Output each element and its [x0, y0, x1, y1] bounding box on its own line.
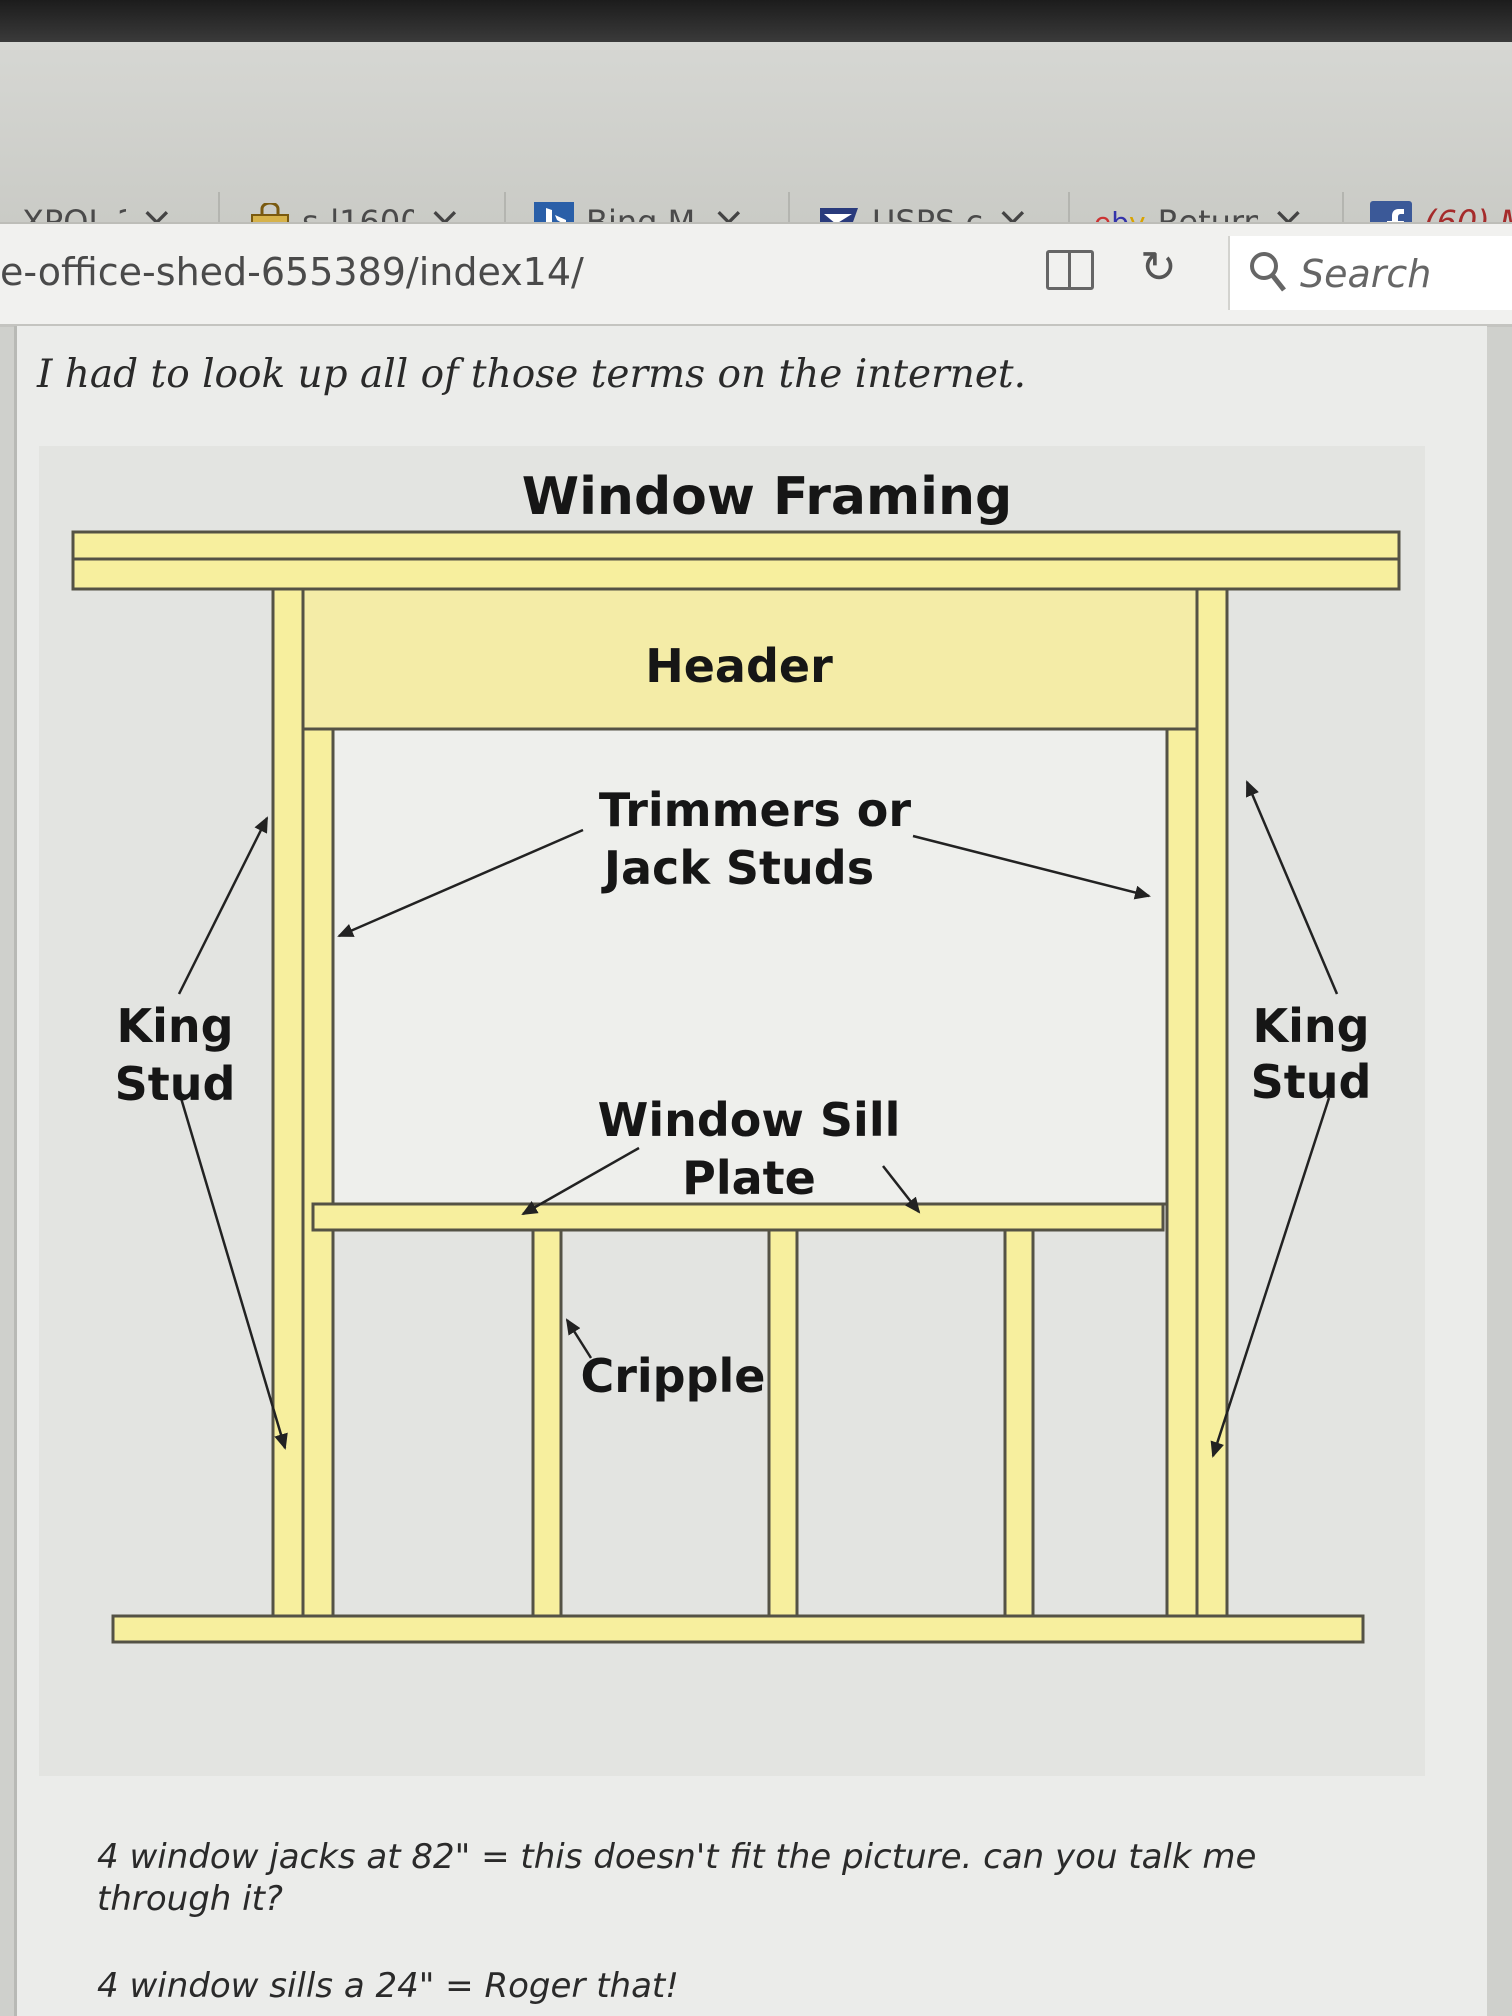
line-sills-comment: Roger that! — [484, 1966, 679, 2006]
forum-post: I had to look up all of those terms on t… — [14, 326, 1487, 2016]
search-input[interactable]: Search — [1228, 236, 1512, 310]
bottom-plate — [111, 1614, 1365, 1644]
search-placeholder: Search — [1300, 252, 1432, 296]
jack-stud-left — [301, 727, 335, 1618]
reload-icon[interactable]: ↻ — [1140, 243, 1177, 292]
trimmers-label-line1: Trimmers or — [599, 783, 912, 837]
arrow-king-left-down — [179, 1097, 288, 1450]
arrow-cripple — [565, 1318, 593, 1359]
post-intro-text: I had to look up all of those terms on t… — [37, 352, 1026, 397]
diagram-canvas: Window Framing Header Trimmers or Jack S… — [71, 467, 1401, 1644]
address-bar: e-office-shed-655389/index14/ ↻ Search — [0, 222, 1512, 327]
top-plate — [71, 530, 1401, 561]
arrow-sill-left — [521, 1146, 640, 1216]
line-sills-quantity: 4 window sills a 24" — [97, 1966, 435, 2006]
king-stud-left — [271, 587, 305, 1618]
diagram-title: Window Framing — [522, 467, 1012, 527]
arrow-king-right-down — [1210, 1097, 1331, 1458]
line-jacks-comment: this doesn't fit the picture. can you ta… — [97, 1837, 1257, 1919]
line-sills-equals: = — [434, 1966, 485, 2006]
sill-label-line1: Window Sill — [598, 1093, 901, 1147]
arrow-king-left-up — [177, 816, 269, 995]
arrow-sill-right — [882, 1165, 921, 1214]
arrow-trimmer-left — [337, 828, 584, 938]
king-stud-right-label-line1: King — [1252, 999, 1369, 1053]
king-stud-left-label-line2: Stud — [115, 1057, 236, 1111]
king-stud-left-label-line1: King — [116, 999, 233, 1053]
double-top-plate — [71, 557, 1401, 591]
cripple-stud — [531, 1228, 563, 1618]
king-stud-right-label-line2: Stud — [1251, 1055, 1372, 1109]
cripple-stud — [767, 1228, 799, 1618]
post-line-sills: 4 window sills a 24" = Roger that! — [97, 1966, 679, 2006]
screen-bezel — [0, 0, 1512, 42]
jack-stud-right — [1165, 727, 1199, 1618]
arrow-king-right-up — [1245, 780, 1339, 995]
header-beam — [301, 587, 1199, 731]
king-stud-right — [1195, 587, 1229, 1618]
tab-strip: XPOL-2 × s-l1600 × Bing M × USPS.cc × eb… — [0, 42, 1512, 252]
arrow-trimmer-right — [912, 834, 1151, 900]
line-jacks-quantity: 4 window jacks at 82" — [97, 1837, 471, 1877]
reader-view-icon[interactable] — [1046, 250, 1094, 290]
window-framing-diagram: Window Framing Header Trimmers or Jack S… — [39, 446, 1425, 1776]
trimmers-label-line2: Jack Studs — [601, 841, 874, 895]
url-field[interactable]: e-office-shed-655389/index14/ — [0, 250, 584, 294]
post-line-jacks: 4 window jacks at 82" = this doesn't fit… — [97, 1836, 1347, 1920]
sill-plate — [311, 1202, 1165, 1232]
cripple-stud — [1003, 1228, 1035, 1618]
header-label: Header — [645, 639, 833, 693]
cripple-label: Cripple — [580, 1349, 765, 1403]
line-jacks-equals: = — [470, 1837, 521, 1877]
search-icon — [1248, 250, 1288, 299]
window-opening — [331, 727, 1169, 1206]
sill-label-line2: Plate — [682, 1151, 816, 1205]
